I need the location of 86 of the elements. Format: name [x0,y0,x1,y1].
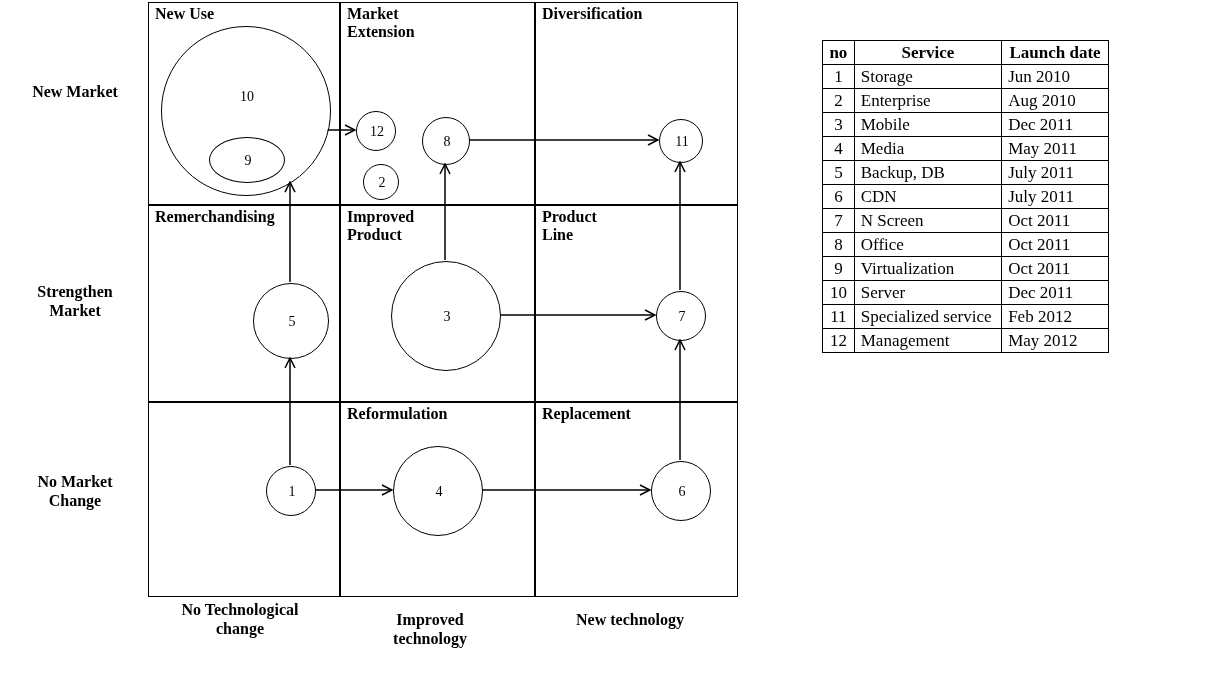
service-number: 7 [678,309,686,325]
row-label: Strengthen Market [36,282,114,320]
arrow [314,484,393,496]
table-cell: May 2012 [1001,328,1109,353]
table-cell: 6 [822,184,855,209]
cell-heading: New Use [155,5,215,23]
cell-heading: Market Extension [347,5,416,41]
column-label: New technology [575,610,685,629]
column-label: No Technological change [180,600,300,638]
table-cell: 4 [822,136,855,161]
table-cell: Virtualization [854,256,1002,281]
table-cell: 10 [822,280,855,305]
table-cell: Enterprise [854,88,1002,113]
service-number: 3 [443,309,451,325]
table-cell: May 2011 [1001,136,1109,161]
table-cell: Oct 2011 [1001,232,1109,257]
table-cell: 7 [822,208,855,233]
arrow [481,484,651,496]
matrix-cell [340,2,535,205]
arrow [284,357,296,466]
arrow [674,161,686,291]
table-cell: Aug 2010 [1001,88,1109,113]
service-number: 9 [244,153,252,169]
table-cell: Dec 2011 [1001,112,1109,137]
matrix-cell [148,2,340,205]
table-cell: N Screen [854,208,1002,233]
arrow [499,309,656,321]
table-cell: 11 [822,304,855,329]
table-cell: 12 [822,328,855,353]
service-number: 8 [443,134,451,150]
table-cell: Oct 2011 [1001,256,1109,281]
column-label: Improved technology [392,610,468,648]
table-cell: Mobile [854,112,1002,137]
arrow [326,124,356,136]
table-cell: Dec 2011 [1001,280,1109,305]
table-cell: Server [854,280,1002,305]
column-header: Launch date [1001,40,1109,65]
service-number: 5 [288,314,296,330]
table-cell: Oct 2011 [1001,208,1109,233]
table-cell: July 2011 [1001,184,1109,209]
table-cell: 9 [822,256,855,281]
service-circle [656,291,706,341]
service-number: 6 [678,484,686,500]
table-cell: Office [854,232,1002,257]
matrix-cell [340,205,535,402]
matrix-cell [148,205,340,402]
row-label: New Market [31,82,119,101]
table-cell: 2 [822,88,855,113]
table-cell: CDN [854,184,1002,209]
matrix-cell [148,402,340,597]
cell-heading: Remerchandising [155,208,275,226]
service-number: 11 [675,134,689,150]
table-cell: 5 [822,160,855,185]
table-cell: 1 [822,64,855,89]
matrix-cell [340,402,535,597]
service-number: 2 [378,175,386,191]
service-number: 4 [435,484,443,500]
matrix-cell [535,205,738,402]
cell-heading: Reformulation [347,405,448,423]
service-number: 12 [370,124,384,140]
column-header: Service [854,40,1002,65]
arrow [674,339,686,461]
table-cell: Media [854,136,1002,161]
table-cell: Management [854,328,1002,353]
arrow [468,134,659,146]
arrow [284,181,296,283]
table-cell: Specialized service [854,304,1002,329]
table-cell: Jun 2010 [1001,64,1109,89]
service-number: 1 [288,484,296,500]
table-cell: Backup, DB [854,160,1002,185]
cell-heading: Product Line [542,208,598,244]
table-cell: 8 [822,232,855,257]
column-header: no [822,40,855,65]
service-circle [266,466,316,516]
cell-heading: Replacement [542,405,631,423]
row-label: No Market Change [36,472,114,510]
matrix-cell [535,402,738,597]
arrow [439,163,451,261]
service-number: 10 [240,89,254,105]
cell-heading: Improved Product [347,208,416,244]
table-cell: July 2011 [1001,160,1109,185]
table-cell: 3 [822,112,855,137]
table-cell: Feb 2012 [1001,304,1109,329]
cell-heading: Diversification [542,5,643,23]
matrix-cell [535,2,738,205]
table-cell: Storage [854,64,1002,89]
